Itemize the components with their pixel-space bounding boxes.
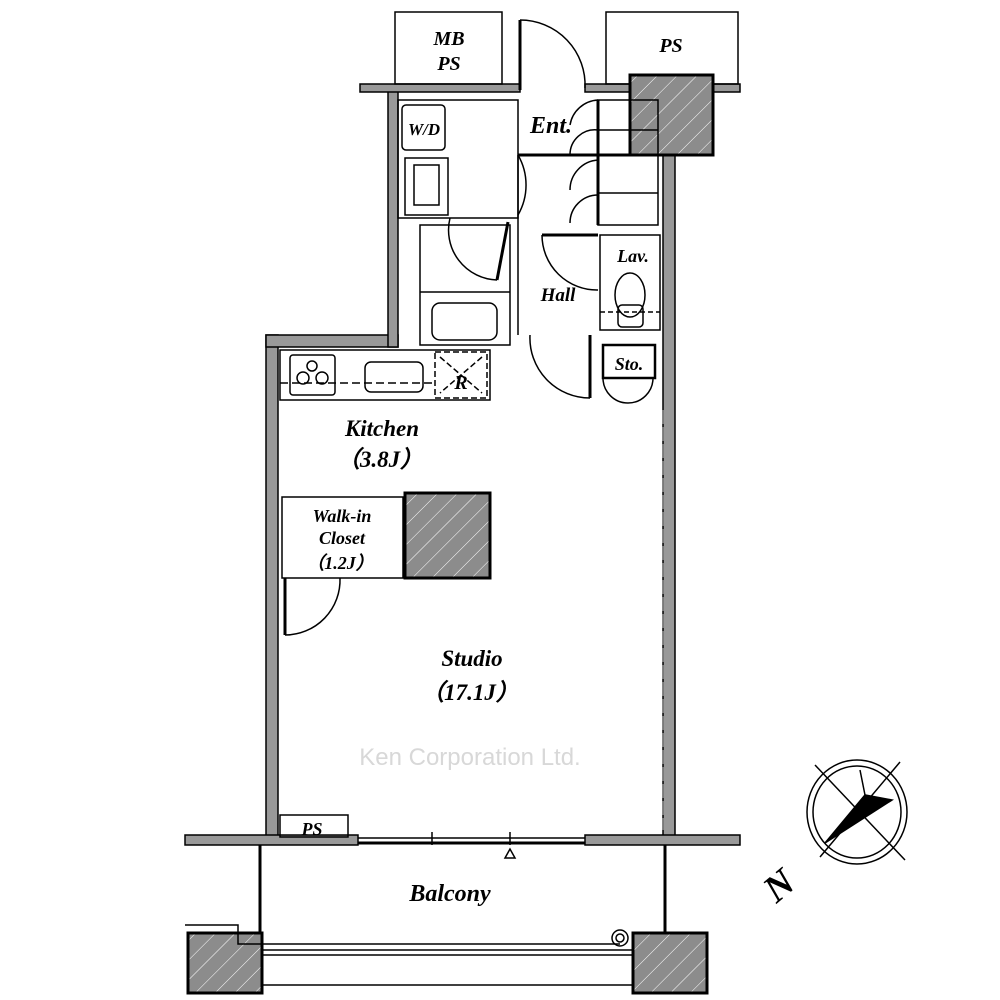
closet-label-2: Closet (319, 528, 366, 548)
refrigerator-space (434, 351, 488, 399)
lavatory (599, 234, 661, 331)
ps-bottom-label: PS (300, 819, 322, 839)
washbasin (404, 157, 449, 216)
kitchen-counter (279, 349, 491, 401)
structural-column (403, 491, 492, 580)
balcony-column-right (631, 931, 709, 995)
entry-marker-icon (503, 847, 517, 859)
mb-ps-label-2: PS (436, 53, 460, 75)
entrance-label: Ent. (529, 113, 572, 139)
balcony-label: Balcony (408, 881, 491, 907)
balcony-sliding-door (358, 832, 585, 845)
compass-north-label: N (755, 860, 805, 911)
studio-label: Studio (441, 646, 502, 671)
closet-label-1: Walk-in (313, 506, 372, 526)
toilet-icon (614, 272, 646, 318)
washer-dryer-label: W/D (408, 120, 440, 139)
hall-door (529, 334, 591, 399)
bathroom (419, 224, 511, 346)
entrance-door (518, 19, 586, 90)
compass-icon (806, 759, 908, 865)
exterior-walls (184, 83, 741, 846)
closet-door (284, 577, 341, 636)
structural-column (628, 73, 715, 157)
kitchen-sink (364, 361, 424, 393)
studio-size: （17.1J） (421, 679, 519, 705)
closet-size: （1.2J） (306, 553, 374, 573)
balcony-column-left (186, 931, 264, 995)
watermark: Ken Corporation Ltd. (359, 744, 580, 771)
washer-dryer (401, 104, 446, 151)
mb-ps-shaft (394, 11, 503, 85)
bathtub (431, 302, 498, 341)
kitchen-label: Kitchen (344, 416, 419, 441)
drain-icon (611, 929, 629, 947)
walk-in-closet (281, 496, 404, 579)
stove (289, 354, 336, 396)
washroom-door (517, 154, 527, 216)
mb-ps-label-1: MB (432, 28, 464, 50)
ps-top-label: PS (658, 35, 682, 57)
hall-label: Hall (540, 285, 577, 306)
ps-shaft-bottom (279, 814, 349, 838)
kitchen-size: （3.8J） (337, 446, 423, 472)
storage-label: Sto. (615, 354, 644, 374)
refrigerator-label: R (453, 372, 467, 394)
storage-closet (601, 343, 657, 380)
lavatory-label: Lav. (616, 246, 649, 266)
